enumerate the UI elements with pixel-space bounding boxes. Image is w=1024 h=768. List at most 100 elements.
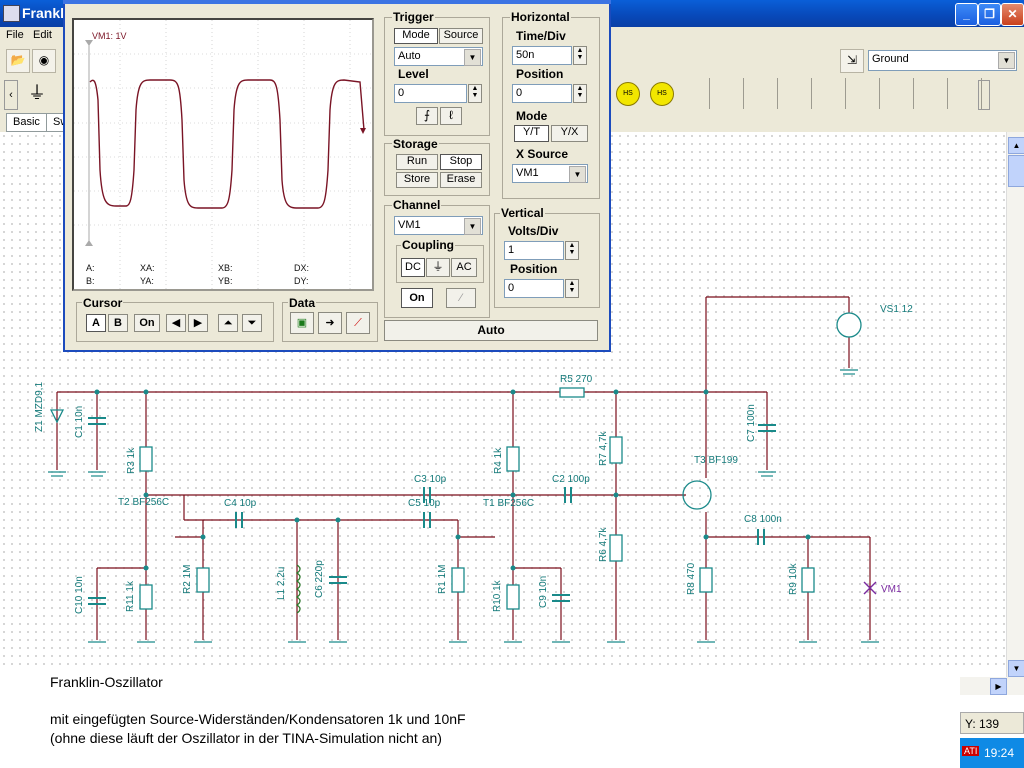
- cursor-up-icon[interactable]: ⏶: [218, 314, 238, 332]
- voltsdiv-spinner[interactable]: ▲▼: [565, 241, 579, 260]
- component-slot[interactable]: [812, 78, 846, 109]
- xsource-select[interactable]: VM1 ▼: [512, 164, 588, 183]
- label-r8: R8 470: [686, 562, 697, 595]
- coupling-title: Coupling: [401, 238, 455, 252]
- globe-icon[interactable]: ◉: [32, 49, 56, 73]
- oscilloscope-title-strip[interactable]: [63, 0, 611, 4]
- v-position-spinner[interactable]: ▲▼: [565, 279, 579, 298]
- ya-readout: YA:: [140, 276, 154, 286]
- trigger-title: Trigger: [392, 10, 435, 24]
- storage-run-button[interactable]: Run: [396, 154, 438, 170]
- label-c3: C3 10p: [414, 474, 447, 485]
- pen-color-icon[interactable]: ⁄: [446, 288, 476, 308]
- timediv-spinner[interactable]: ▲▼: [573, 46, 587, 65]
- open-folder-icon[interactable]: 📂: [6, 49, 30, 73]
- storage-store-button[interactable]: Store: [396, 172, 438, 188]
- minimize-button[interactable]: _: [955, 3, 978, 26]
- coupling-dc-button[interactable]: DC: [401, 258, 425, 277]
- cursor-a-readout: A:: [86, 263, 95, 273]
- h-position-spinner[interactable]: ▲▼: [573, 84, 587, 103]
- cursor-a-button[interactable]: A: [86, 314, 106, 332]
- ground-symbol-icon[interactable]: ⏚: [28, 83, 46, 103]
- scroll-up-icon[interactable]: ▲: [1008, 137, 1024, 154]
- cursor-on-button[interactable]: On: [134, 314, 160, 332]
- component-slot[interactable]: [744, 78, 778, 109]
- auto-button[interactable]: Auto: [384, 320, 598, 341]
- trigger-group: [384, 17, 490, 136]
- component-slot[interactable]: [846, 78, 880, 109]
- storage-erase-button[interactable]: Erase: [440, 172, 482, 188]
- menu-file[interactable]: File: [6, 29, 24, 41]
- channel-select[interactable]: VM1▼: [394, 216, 483, 235]
- cursor-left-icon[interactable]: ◀: [166, 314, 186, 332]
- h-position-input[interactable]: 0: [512, 84, 572, 103]
- scroll-left-icon[interactable]: ‹: [4, 80, 18, 110]
- chevron-down-icon[interactable]: ▼: [464, 218, 481, 235]
- label-vm1: VM1: [881, 584, 902, 595]
- component-slot[interactable]: [948, 78, 982, 109]
- voltsdiv-input[interactable]: 1: [504, 241, 564, 260]
- falling-edge-icon[interactable]: ℓ: [440, 107, 462, 125]
- coupling-ground-icon[interactable]: ⏚: [426, 258, 450, 277]
- hs-probe-icon[interactable]: HS: [616, 82, 640, 106]
- label-r1: R1 1M: [437, 564, 448, 594]
- trigger-mode-select[interactable]: Auto▼: [394, 47, 483, 66]
- label-r2: R2 1M: [182, 564, 193, 594]
- rising-edge-icon[interactable]: ⨍: [416, 107, 438, 125]
- trigger-level-input[interactable]: 0: [394, 84, 467, 103]
- v-position-input[interactable]: 0: [504, 279, 564, 298]
- label-c5: C5 10p: [408, 498, 441, 509]
- trigger-level-spinner[interactable]: ▲▼: [468, 84, 482, 103]
- component-pin-icon[interactable]: ⇲: [840, 49, 864, 73]
- label-r6: R6 4,7k: [598, 527, 609, 562]
- export-data-icon[interactable]: ➜: [318, 312, 342, 334]
- clear-data-icon[interactable]: ⟋: [346, 312, 370, 334]
- horizontal-scrollbar[interactable]: ▶: [960, 677, 1024, 695]
- label-r10: R10 1k: [492, 580, 503, 612]
- scroll-thumb[interactable]: [1008, 155, 1024, 187]
- component-slot[interactable]: [710, 78, 744, 109]
- cursor-b-readout: B:: [86, 276, 95, 286]
- trigger-mode-button[interactable]: Mode: [394, 28, 438, 44]
- menu-edit[interactable]: Edit: [33, 29, 52, 41]
- component-slot[interactable]: [778, 78, 812, 109]
- vm1-trace: [89, 79, 365, 209]
- chevron-down-icon[interactable]: ▼: [998, 52, 1015, 69]
- component-slot[interactable]: [676, 78, 710, 109]
- channel-on-button[interactable]: On: [401, 288, 433, 308]
- scope-screen[interactable]: [72, 18, 374, 291]
- cursor-b-button[interactable]: B: [108, 314, 128, 332]
- timediv-input[interactable]: 50n: [512, 46, 572, 65]
- storage-stop-button[interactable]: Stop: [440, 154, 482, 170]
- vertical-scrollbar[interactable]: ▲ ▼: [1006, 132, 1024, 677]
- chevron-down-icon[interactable]: ▼: [569, 166, 586, 183]
- maximize-button[interactable]: ❐: [978, 3, 1001, 26]
- load-data-icon[interactable]: ▣: [290, 312, 314, 334]
- scroll-right-icon[interactable]: [978, 80, 990, 110]
- trigger-source-button[interactable]: Source: [439, 28, 483, 44]
- scope-trace-svg: [74, 20, 372, 289]
- cursor-right-icon[interactable]: ▶: [188, 314, 208, 332]
- xsource-value: VM1: [516, 167, 539, 179]
- mode-yt-button[interactable]: Y/T: [514, 125, 549, 142]
- cursor-down-icon[interactable]: ⏷: [242, 314, 262, 332]
- scroll-down-icon[interactable]: ▼: [1008, 660, 1024, 677]
- chevron-down-icon[interactable]: ▼: [464, 49, 481, 66]
- label-c9: C9 10n: [538, 575, 549, 608]
- label-c8: C8 100n: [744, 514, 782, 525]
- scroll-right-icon[interactable]: ▶: [990, 678, 1007, 695]
- tab-basic[interactable]: Basic: [6, 113, 47, 132]
- component-slot[interactable]: [880, 78, 914, 109]
- hs-probe-plus-icon[interactable]: HS: [650, 82, 674, 106]
- label-t3: T3 BF199: [694, 455, 738, 466]
- component-slot[interactable]: [914, 78, 948, 109]
- coupling-ac-button[interactable]: AC: [451, 258, 477, 277]
- ati-icon[interactable]: ATI: [962, 746, 980, 756]
- mode-yx-button[interactable]: Y/X: [551, 125, 588, 142]
- label-l1: L1 2,2u: [276, 566, 287, 600]
- label-c10: C10 10n: [74, 576, 85, 614]
- label-vs1: VS1 12: [880, 304, 913, 315]
- ground-select[interactable]: Ground ▼: [868, 50, 1017, 71]
- yb-readout: YB:: [218, 276, 233, 286]
- app-icon: [3, 5, 20, 22]
